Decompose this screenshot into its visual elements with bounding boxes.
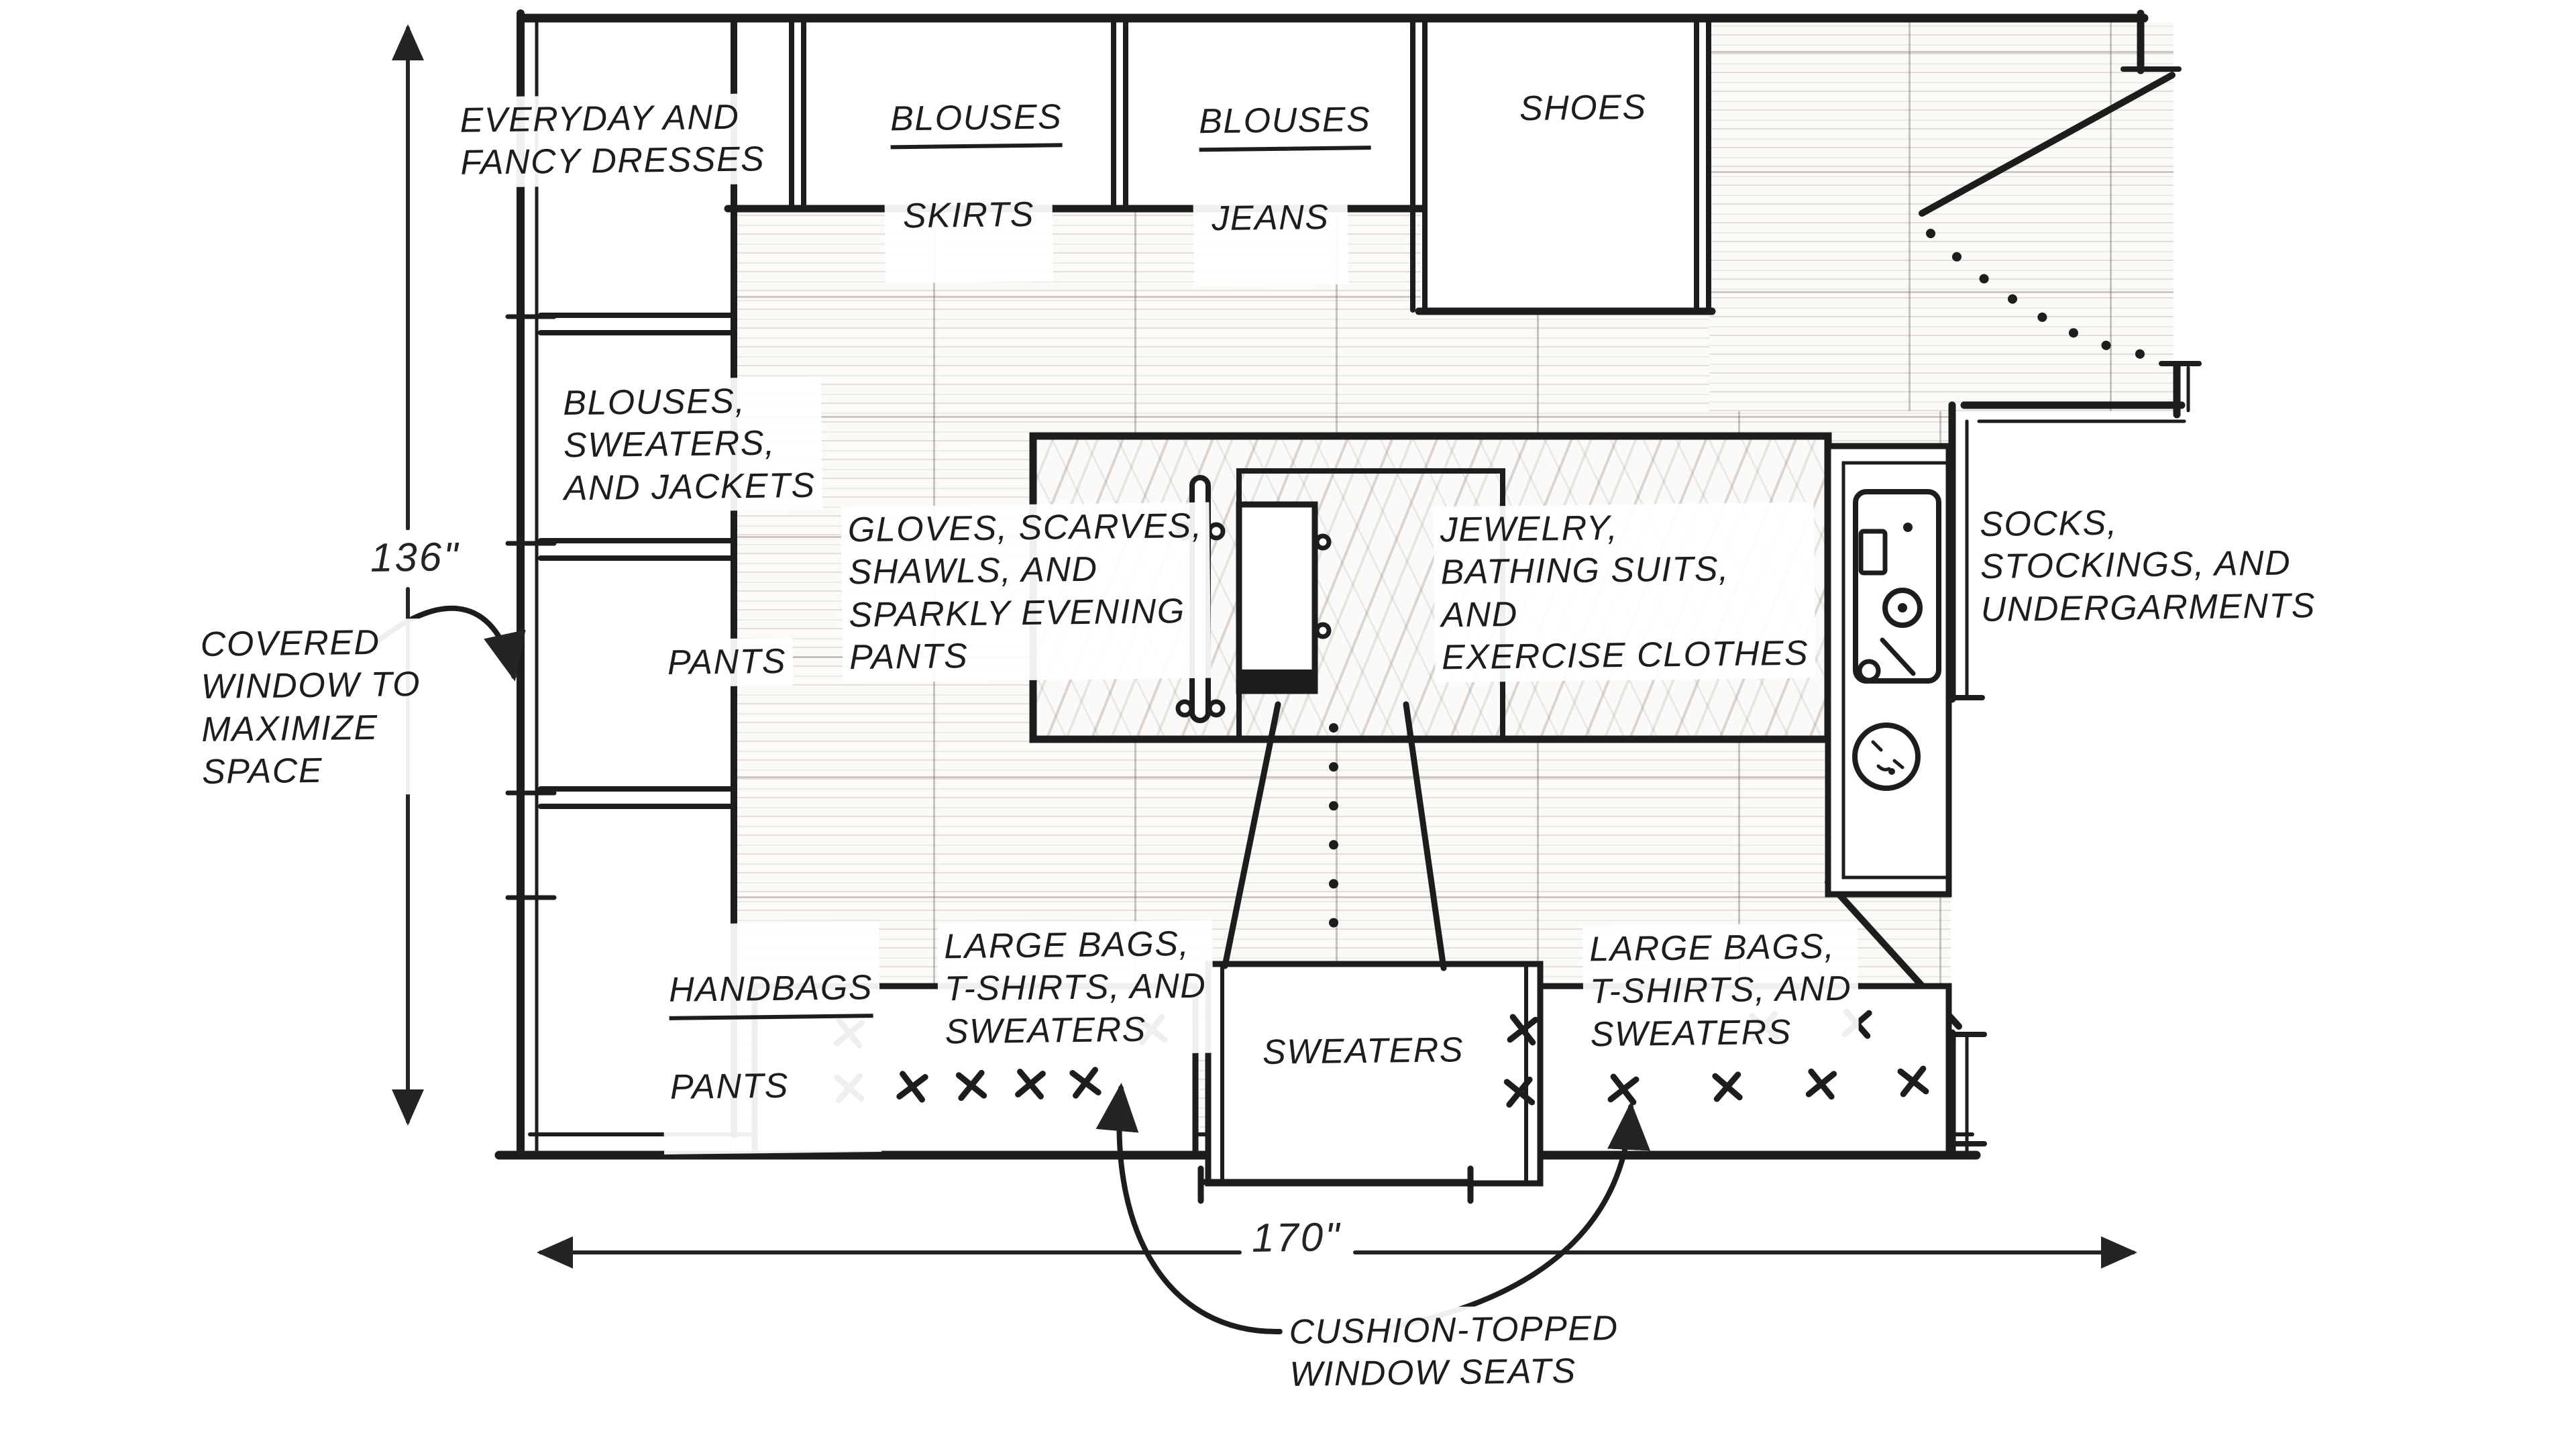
note-covered-window: COVERED WINDOW TO MAXIMIZE SPACE (193, 618, 429, 797)
closet-label-blouses-sweaters-jackets: BLOUSES, SWEATERS, AND JACKETS (555, 376, 822, 513)
top-door-swing-arc (1926, 229, 2171, 362)
seat-label-large-bags-left: LARGE BAGS, T-SHIRTS, AND SWEATERS (936, 920, 1214, 1057)
handle-bolt-icon (1207, 699, 1226, 718)
dresser-outline (1825, 443, 1952, 898)
island-label-gloves: GLOVES, SCARVES, SHAWLS, AND SPARKLY EVE… (841, 502, 1212, 683)
top-closet-divider-1 (789, 15, 806, 210)
closet-label-blouses-skirts: BLOUSES SKIRTS (882, 51, 1063, 284)
left-closet-divider-1 (538, 313, 733, 335)
closet-label-everyday-dresses: EVERYDAY AND FANCY DRESSES (453, 93, 772, 188)
window-bay-ticks (1197, 1165, 1474, 1204)
handle-bolt-icon (1175, 699, 1194, 718)
closet-label-blouses-jeans: BLOUSES JEANS (1191, 54, 1371, 286)
bay-splay-line-left (1222, 701, 1281, 969)
top-closet-divider-4 (1694, 15, 1711, 313)
top-closet-divider-3 (1410, 15, 1428, 313)
left-closet-divider-3 (538, 786, 733, 809)
note-cushion-seats: CUSHION-TOPPED WINDOW SEATS (1282, 1304, 1626, 1399)
dresser-tray (1853, 489, 1941, 684)
clock-dot-icon (1888, 768, 1895, 775)
closet-label-handbags-pants: HANDBAGS PANTS (661, 922, 881, 1155)
closet-label-shoes: SHOES (1512, 83, 1654, 133)
tray-slash-icon (1880, 637, 1916, 676)
cushion-arrow-left (1095, 1083, 1283, 1335)
shoes-closet-interior (1421, 207, 1709, 310)
top-closet-divider-2 (1111, 15, 1128, 210)
sweaters-cabinet-inner-walls (1220, 964, 1528, 1183)
island-open-drawer (1236, 501, 1318, 694)
handle-bolt-icon (1207, 522, 1226, 541)
tray-dot-icon (1903, 523, 1913, 532)
island-label-jewelry: JEWELRY, BATHING SUITS, AND EXERCISE CLO… (1433, 502, 1816, 683)
dimension-height-136: 136" (363, 529, 467, 586)
dresser-inner (1841, 461, 1951, 879)
closet-label-pants: PANTS (660, 637, 794, 688)
dresser (1825, 443, 1952, 898)
tray-ring-center-icon (1898, 603, 1907, 612)
tray-box-icon (1858, 529, 1888, 576)
clock-marks-icon (1871, 740, 1904, 771)
dimension-width-170: 170" (1244, 1210, 1348, 1266)
top-door-leaf (1919, 72, 2176, 217)
bay-splay-line-right (1403, 701, 1447, 971)
tray-circle-icon (1857, 659, 1881, 683)
island-drawer-front (1242, 669, 1313, 691)
left-window-ticks (505, 314, 557, 900)
seat-label-sweaters: SWEATERS (1255, 1026, 1471, 1077)
drawer-knob-icon (1314, 622, 1332, 639)
clock-dish-icon (1852, 722, 1921, 791)
dresser-label-socks: SOCKS, STOCKINGS, AND UNDERGARMENTS (1972, 496, 2323, 635)
tray-ring-icon (1882, 588, 1923, 628)
left-closet-divider-2 (538, 538, 733, 561)
walls (505, 9, 2202, 1159)
seat-label-large-bags-right: LARGE BAGS, T-SHIRTS, AND SWEATERS (1582, 922, 1860, 1059)
drawer-knob-icon (1314, 533, 1332, 551)
wood-floor-doorway (1709, 22, 2174, 411)
